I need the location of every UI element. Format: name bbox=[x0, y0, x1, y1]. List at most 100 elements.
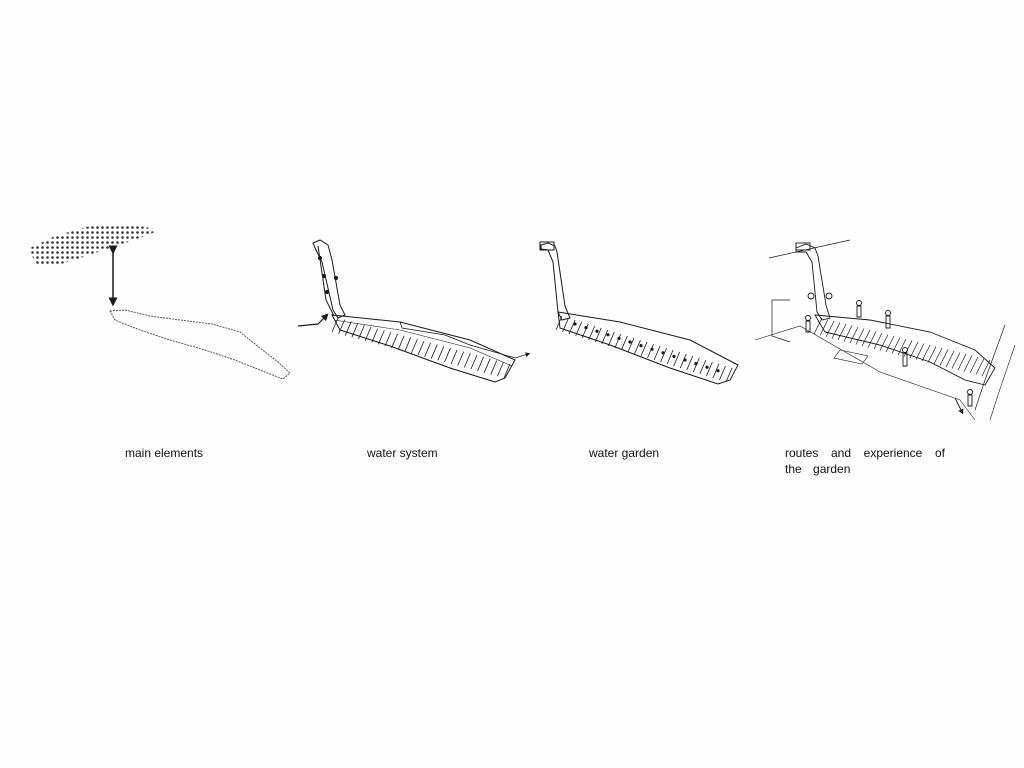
channel-rung bbox=[417, 340, 425, 356]
channel-rung bbox=[819, 319, 829, 336]
plant-mark bbox=[705, 365, 709, 369]
channel-rung bbox=[813, 317, 823, 335]
channel-rung bbox=[457, 351, 465, 366]
floor-outline bbox=[754, 325, 976, 421]
channel-rung bbox=[837, 323, 847, 341]
channel-rung bbox=[843, 325, 853, 342]
channel-rung bbox=[568, 319, 576, 335]
channel-rung bbox=[364, 326, 372, 342]
channel-rung bbox=[679, 353, 687, 369]
channel-rung bbox=[975, 358, 985, 375]
channel-rung bbox=[470, 354, 478, 370]
channel-rung bbox=[855, 328, 865, 345]
tower-dot bbox=[333, 275, 339, 281]
garden-tower bbox=[540, 242, 571, 321]
caption-routes-experience: routes and experience of the garden bbox=[785, 446, 945, 476]
channel-rung bbox=[490, 360, 498, 375]
context-line-right bbox=[974, 324, 1006, 411]
channel-rung bbox=[437, 346, 445, 361]
channel-rung bbox=[397, 335, 405, 350]
channel-rung bbox=[377, 330, 385, 345]
channel-rung bbox=[562, 317, 569, 333]
person-figure bbox=[885, 310, 891, 329]
channel-rung bbox=[634, 339, 641, 355]
channel-rung bbox=[686, 355, 694, 371]
channel-rung bbox=[483, 358, 491, 373]
channel-rung bbox=[601, 329, 609, 345]
channel-rung bbox=[607, 331, 615, 347]
channel-rung bbox=[588, 325, 596, 341]
channel-rung bbox=[647, 343, 654, 359]
channel-rung bbox=[444, 347, 451, 363]
tower-cap bbox=[539, 241, 555, 251]
plant-mark bbox=[661, 351, 665, 355]
channel-rung bbox=[969, 356, 979, 374]
panel-routes bbox=[754, 239, 1016, 421]
panel-water-system bbox=[297, 239, 531, 383]
plant-mark bbox=[683, 358, 687, 362]
channel-rung bbox=[957, 353, 967, 371]
channel-rung bbox=[945, 350, 955, 368]
channel-rung bbox=[653, 345, 661, 361]
channel-rung bbox=[879, 334, 889, 351]
tower-cap bbox=[795, 242, 811, 251]
tower-dot bbox=[321, 273, 327, 279]
channel-rung bbox=[497, 362, 504, 377]
plant-mark bbox=[672, 354, 676, 358]
channel-rung bbox=[430, 344, 438, 359]
plant-mark bbox=[639, 344, 643, 348]
channel-rung bbox=[981, 359, 991, 377]
channel-rung bbox=[391, 333, 398, 349]
person-figure bbox=[856, 300, 862, 318]
channel-rung bbox=[885, 335, 895, 353]
tower-dot bbox=[324, 289, 330, 295]
person-figure bbox=[805, 315, 811, 333]
outflow-pipe bbox=[399, 321, 531, 359]
channel-rung bbox=[712, 363, 720, 379]
channel-rung bbox=[450, 349, 458, 365]
channel-rung bbox=[849, 326, 859, 344]
channel-rung bbox=[891, 337, 901, 354]
channel-rung bbox=[424, 342, 431, 357]
routes-channel bbox=[813, 314, 996, 386]
routes-tower bbox=[795, 243, 831, 321]
channel-rung bbox=[831, 322, 841, 339]
channel-rung bbox=[825, 320, 835, 338]
plant-mark bbox=[617, 336, 621, 340]
channel-rung bbox=[666, 349, 674, 365]
channel-rung bbox=[921, 344, 931, 362]
canopy-cloud bbox=[30, 224, 160, 266]
channel-rung bbox=[503, 363, 511, 379]
channel-rung bbox=[673, 351, 681, 367]
channel-rung bbox=[351, 323, 359, 338]
channel-rung bbox=[927, 346, 937, 363]
context-line-right-2 bbox=[989, 344, 1016, 421]
channel-rung bbox=[903, 340, 913, 357]
lamp-fixture bbox=[807, 292, 815, 300]
panel-main-elements bbox=[30, 224, 291, 380]
context-line-top bbox=[768, 239, 851, 259]
plant-mark bbox=[595, 329, 599, 333]
channel-rung bbox=[963, 355, 973, 372]
channel-rung bbox=[371, 328, 379, 343]
channel-rung bbox=[404, 337, 412, 352]
channel-rung bbox=[660, 347, 667, 363]
ground-plane bbox=[833, 349, 869, 365]
route-arrow bbox=[954, 397, 964, 415]
channel-rung bbox=[627, 337, 635, 353]
tower-inner bbox=[317, 245, 335, 317]
channel-rung bbox=[915, 343, 925, 360]
channel-rung bbox=[581, 323, 589, 339]
channel-rung bbox=[463, 353, 471, 368]
channel-rung bbox=[331, 317, 339, 333]
channel-rung bbox=[719, 365, 726, 381]
channel-rung bbox=[621, 335, 628, 351]
channel-rung bbox=[344, 321, 352, 336]
channel-rung bbox=[867, 331, 877, 348]
channel-rung bbox=[575, 321, 582, 337]
person-figure bbox=[967, 389, 973, 407]
wall-left bbox=[771, 300, 791, 343]
plant-mark bbox=[573, 322, 577, 326]
channel-rung bbox=[411, 339, 418, 354]
channel-rung bbox=[614, 333, 622, 349]
